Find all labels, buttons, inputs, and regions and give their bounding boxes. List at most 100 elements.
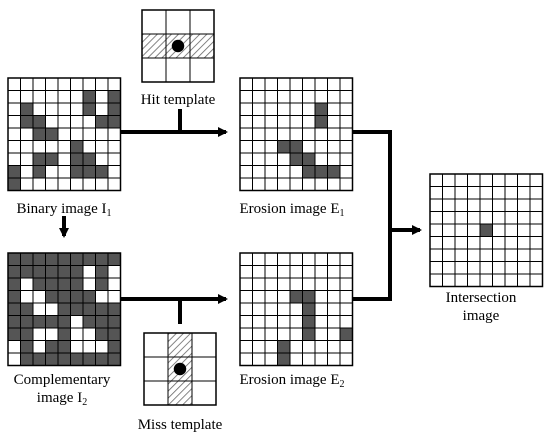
grid-cell bbox=[252, 277, 266, 291]
grid-cell bbox=[339, 90, 353, 104]
grid-cell bbox=[442, 198, 456, 212]
grid-cell bbox=[327, 352, 341, 366]
grid-cell-filled bbox=[95, 315, 109, 329]
grid-cell-filled bbox=[327, 165, 341, 179]
grid-cell-filled bbox=[277, 352, 291, 366]
grid-cell bbox=[57, 102, 71, 116]
grid-cell bbox=[339, 102, 353, 116]
grid-cell-filled bbox=[95, 165, 109, 179]
grid-cell bbox=[7, 127, 21, 141]
grid-cell bbox=[442, 273, 456, 287]
grid-cell bbox=[239, 177, 253, 191]
grid-cell-filled bbox=[57, 327, 71, 341]
grid-cell bbox=[504, 236, 518, 250]
grid-cell bbox=[82, 77, 96, 91]
grid-cell bbox=[70, 77, 84, 91]
grid-cell-filled bbox=[107, 352, 121, 366]
grid-cell bbox=[70, 327, 84, 341]
grid-cell bbox=[70, 90, 84, 104]
erosion-e2-label-text: Erosion image E bbox=[240, 372, 340, 388]
grid-cell bbox=[327, 315, 341, 329]
grid-cell bbox=[467, 173, 481, 187]
grid-cell bbox=[327, 340, 341, 354]
grid-cell-filled bbox=[20, 115, 34, 129]
grid-cell bbox=[479, 273, 493, 287]
grid-cell bbox=[20, 140, 34, 154]
grid-cell bbox=[264, 352, 278, 366]
grid-cell bbox=[314, 90, 328, 104]
grid-cell-filled bbox=[57, 302, 71, 316]
complementary-image-label-line2: image I2 bbox=[37, 390, 87, 408]
grid-cell bbox=[20, 77, 34, 91]
grid-cell bbox=[252, 290, 266, 304]
grid-cell-filled bbox=[32, 115, 46, 129]
grid-cell bbox=[107, 265, 121, 279]
grid-cell-filled bbox=[70, 277, 84, 291]
grid-cell bbox=[95, 102, 109, 116]
hit-template-label: Hit template bbox=[141, 92, 216, 108]
grid-cell bbox=[314, 340, 328, 354]
grid-cell-filled bbox=[302, 315, 316, 329]
grid-cell bbox=[45, 140, 59, 154]
grid-cell bbox=[454, 261, 468, 275]
grid-cell bbox=[239, 127, 253, 141]
grid-cell bbox=[339, 265, 353, 279]
grid-cell-filled bbox=[82, 352, 96, 366]
grid-cell bbox=[107, 290, 121, 304]
grid-cell bbox=[302, 177, 316, 191]
grid-cell bbox=[429, 273, 443, 287]
grid-cell-filled bbox=[32, 252, 46, 266]
grid-cell-filled bbox=[289, 290, 303, 304]
grid-cell bbox=[327, 102, 341, 116]
grid-cell bbox=[264, 102, 278, 116]
grid-cell bbox=[141, 9, 167, 35]
grid-cell bbox=[107, 77, 121, 91]
grid-cell bbox=[95, 152, 109, 166]
grid-cell bbox=[239, 352, 253, 366]
grid-cell bbox=[442, 223, 456, 237]
grid-cell bbox=[339, 302, 353, 316]
grid-cell bbox=[339, 315, 353, 329]
grid-cell-hatched bbox=[141, 33, 167, 59]
grid-cell bbox=[239, 152, 253, 166]
grid-cell bbox=[302, 277, 316, 291]
grid-cell bbox=[264, 77, 278, 91]
grid-cell-filled bbox=[70, 290, 84, 304]
grid-cell bbox=[479, 248, 493, 262]
grid-cell bbox=[82, 327, 96, 341]
grid-cell-filled bbox=[45, 252, 59, 266]
grid-cell-filled bbox=[45, 352, 59, 366]
grid-cell bbox=[57, 77, 71, 91]
grid-cell-filled bbox=[57, 277, 71, 291]
grid-cell bbox=[339, 127, 353, 141]
grid-cell bbox=[264, 315, 278, 329]
grid-cell bbox=[302, 265, 316, 279]
grid-cell bbox=[289, 127, 303, 141]
grid-cell bbox=[107, 127, 121, 141]
grid-cell bbox=[239, 290, 253, 304]
grid-cell-filled bbox=[7, 165, 21, 179]
grid-cell bbox=[492, 198, 506, 212]
grid-cell bbox=[467, 273, 481, 287]
grid-cell bbox=[339, 352, 353, 366]
grid-cell bbox=[239, 140, 253, 154]
template-center-dot bbox=[173, 362, 187, 376]
grid-cell bbox=[289, 327, 303, 341]
grid-cell bbox=[327, 127, 341, 141]
grid-cell bbox=[454, 186, 468, 200]
grid-cell bbox=[264, 90, 278, 104]
grid-cell bbox=[277, 90, 291, 104]
grid-cell bbox=[191, 380, 217, 406]
grid-cell bbox=[277, 265, 291, 279]
grid-cell bbox=[57, 177, 71, 191]
grid-cell bbox=[45, 90, 59, 104]
grid-cell bbox=[327, 277, 341, 291]
grid-cell-filled bbox=[57, 340, 71, 354]
grid-cell bbox=[252, 165, 266, 179]
grid-cell-filled bbox=[7, 327, 21, 341]
grid-cell bbox=[339, 140, 353, 154]
grid-cell bbox=[107, 277, 121, 291]
grid-cell bbox=[252, 252, 266, 266]
grid-cell bbox=[20, 177, 34, 191]
